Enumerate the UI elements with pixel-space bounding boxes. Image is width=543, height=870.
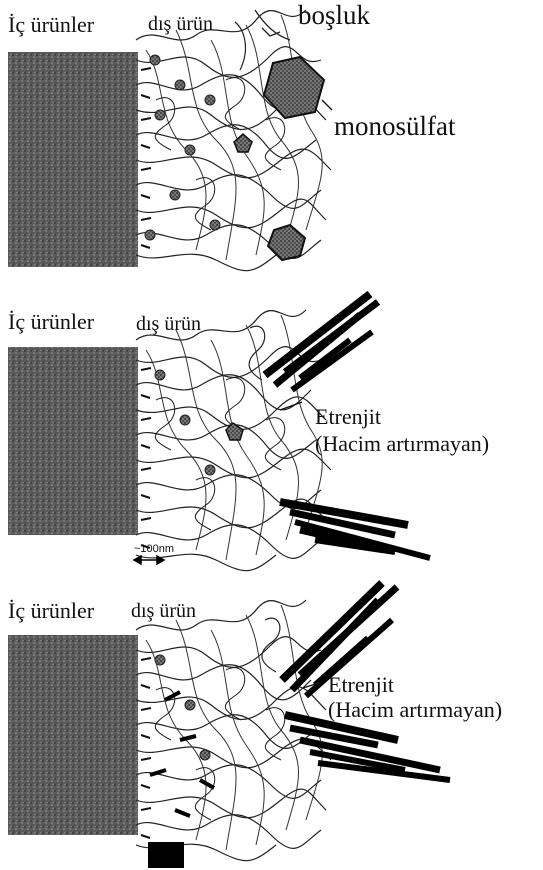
monosulfate-crystal-bottom xyxy=(268,225,305,260)
outer-product-label: dış ürün xyxy=(136,314,201,334)
inner-product-grain xyxy=(8,52,138,267)
panel-3-drawing xyxy=(0,580,543,870)
ettringite-needles-top xyxy=(265,294,378,390)
outer-product-label: dış ürün xyxy=(148,14,213,34)
inner-products-label: İç ürünler xyxy=(8,600,94,622)
ettringite-needles-bottom xyxy=(280,502,430,558)
ettringite-label: Etrenjit xyxy=(315,406,381,428)
monosulfate-leader xyxy=(322,100,332,110)
ettringite-needles-bottom xyxy=(285,715,450,780)
inner-products-label: İç ürünler xyxy=(8,311,94,333)
void-label: boşluk xyxy=(298,2,370,29)
inner-product-grain xyxy=(8,347,138,535)
outer-product-fibres xyxy=(136,10,331,271)
outer-product-label: dış ürün xyxy=(131,601,196,621)
diagram-panel-ettringite-1: İç ürünler dış ürün Etrenjit (Hacim artı… xyxy=(0,290,543,580)
monosulfate-label: monosülfat xyxy=(334,113,456,140)
scale-bar-arrow xyxy=(134,556,164,564)
ettringite-block xyxy=(148,842,184,868)
inner-product-grain xyxy=(8,635,138,835)
ettringite-sublabel: (Hacim artırmayan) xyxy=(328,699,502,721)
monosulfate-crystal-large xyxy=(264,57,324,118)
panel-1-drawing xyxy=(0,0,543,290)
ettringite-label: Etrenjit xyxy=(328,674,394,696)
diagram-panel-ettringite-2: İç ürünler dış ürün Etrenjit (Hacim artı… xyxy=(0,580,543,870)
scale-label: ~100nm xyxy=(134,543,174,555)
ettringite-sublabel: (Hacim artırmayan) xyxy=(315,433,489,455)
diagram-panel-monosulfate: İç ürünler dış ürün boşluk monosülfat xyxy=(0,0,543,290)
inner-products-label: İç ürünler xyxy=(8,14,94,36)
monosulfate-crystal-small xyxy=(234,134,252,152)
